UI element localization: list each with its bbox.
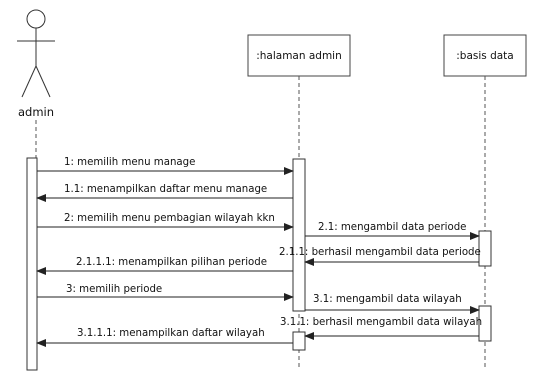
message-label: 1.1: menampilkan daftar menu manage [64,184,267,195]
actor-label: admin [18,105,54,119]
message-2-1-1: 2.1.1: berhasil mengambil data periode [279,247,481,266]
activation-halaman-admin-2 [292,331,306,351]
actor-right-leg [35,65,51,98]
message-2-1: 2.1: mengambil data periode [305,222,480,240]
message-label: 3: memilih periode [66,284,162,295]
message-2: 2: memilih menu pembagian wilayah kkn [37,213,294,231]
message-label: 2.1.1: berhasil mengambil data periode [279,247,481,258]
message-1: 1: memilih menu manage [37,157,294,175]
message-3-1: 3.1: mengambil data wilayah [305,294,480,314]
lifeline-box-halaman-admin [247,34,351,77]
lifeline-box-basis-data [443,34,527,77]
message-label: 1: memilih menu manage [64,157,195,168]
message-3-1-1-1: 3.1.1.1: menampilkan daftar wilayah [36,328,293,347]
activation-actor [26,157,38,371]
message-label: 2: memilih menu pembagian wilayah kkn [64,213,275,224]
message-2-1-1-1: 2.1.1.1: menampilkan pilihan periode [36,257,293,275]
lifeline-label-halaman-admin: :halaman admin [256,50,342,62]
message-label: 3.1.1.1: menampilkan daftar wilayah [77,328,265,339]
message-label: 2.1.1.1: menampilkan pilihan periode [76,257,267,268]
lifeline-label-basis-data: :basis data [456,50,513,62]
activation-halaman-admin-1 [292,158,306,312]
message-label: 2.1: mengambil data periode [318,222,466,233]
activation-basis-data-2 [478,305,492,342]
actor-head [26,9,46,29]
message-3: 3: memilih periode [37,284,294,301]
actor-left-leg [21,65,37,98]
message-1-1: 1.1: menampilkan daftar menu manage [36,184,293,202]
message-label: 3.1: mengambil data wilayah [313,294,462,305]
actor-admin [17,9,55,98]
activation-basis-data-1 [478,230,492,267]
message-label: 3.1.1: berhasil mengambil data wilayah [280,317,482,328]
message-3-1-1: 3.1.1: berhasil mengambil data wilayah [280,317,482,340]
